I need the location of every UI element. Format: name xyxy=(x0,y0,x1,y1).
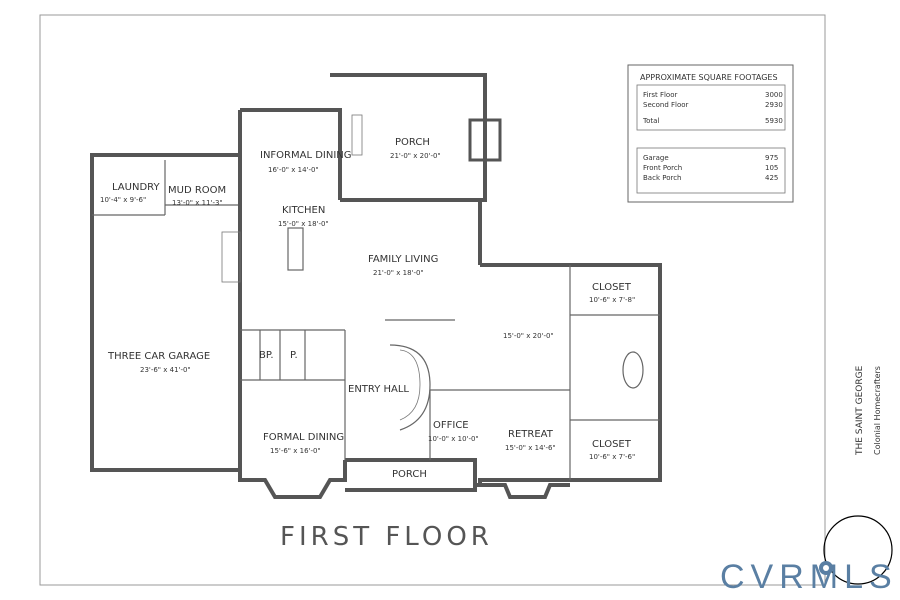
porch-back-dims: 21'-0" x 20'-0" xyxy=(390,152,441,160)
builder-name: Colonial Homecrafters xyxy=(873,366,882,455)
sqft-row-value: 2930 xyxy=(765,101,783,109)
p-label: P. xyxy=(290,350,298,361)
retreat-dims: 15'-0" x 14'-6" xyxy=(505,444,556,452)
porch-back-label: PORCH xyxy=(395,137,430,148)
location-pin-icon xyxy=(819,561,833,575)
mud-room-dims: 13'-0" x 11'-3" xyxy=(172,199,223,207)
sqft-row-label: First Floor xyxy=(643,91,677,99)
circle-mark-icon xyxy=(823,515,893,585)
kitchen-cabinets xyxy=(351,114,363,156)
room-labels: LAUNDRY 10'-4" x 9'-6" MUD ROOM 13'-0" x… xyxy=(100,137,635,480)
laundry-label: LAUNDRY xyxy=(112,182,160,193)
office-label: OFFICE xyxy=(433,420,469,431)
brand-logo: CVRMLS xyxy=(720,558,898,596)
mud-room-label: MUD ROOM xyxy=(168,185,226,196)
informal-dining-dims: 16'-0" x 14'-0" xyxy=(268,166,319,174)
formal-dining-label: FORMAL DINING xyxy=(263,432,344,443)
closet-bottom-label: CLOSET xyxy=(592,439,632,450)
sqft-row-value: 975 xyxy=(765,154,778,162)
kitchen-island xyxy=(287,227,304,271)
sqft-row-label: Total xyxy=(642,117,659,125)
sqft-row-value: 3000 xyxy=(765,91,783,99)
entry-hall-label: ENTRY HALL xyxy=(348,384,409,395)
house-name: THE SAINT GEORGE xyxy=(855,365,865,456)
sqft-row-label: Garage xyxy=(643,154,669,162)
sqft-row-value: 5930 xyxy=(765,117,783,125)
sqft-table-frame xyxy=(627,64,794,203)
garage-stairs xyxy=(221,231,241,283)
page-frame xyxy=(39,14,826,586)
sqft-row-value: 425 xyxy=(765,174,778,182)
porch-front-label: PORCH xyxy=(392,469,427,480)
garage-label: THREE CAR GARAGE xyxy=(107,351,210,362)
sqft-table: APPROXIMATE SQUARE FOOTAGES First Floor … xyxy=(627,64,794,203)
curved-staircase xyxy=(389,344,431,431)
kitchen-dims: 15'-0" x 18'-0" xyxy=(278,220,329,228)
fixtures xyxy=(221,114,644,431)
family-living-dims: 21'-0" x 18'-0" xyxy=(373,269,424,277)
bedroom-dims: 15'-0" x 20'-0" xyxy=(503,332,554,340)
kitchen-label: KITCHEN xyxy=(282,205,325,216)
family-living-label: FAMILY LIVING xyxy=(368,254,438,265)
sqft-row-label: Second Floor xyxy=(643,101,689,109)
formal-dining-dims: 15'-6" x 16'-0" xyxy=(270,447,321,455)
closet-bottom-dims: 10'-6" x 7'-6" xyxy=(589,453,635,461)
walls xyxy=(90,73,662,499)
closet-top-label: CLOSET xyxy=(592,282,632,293)
informal-dining-label: INFORMAL DINING xyxy=(260,150,352,161)
sqft-row-value: 105 xyxy=(765,164,778,172)
garage-dims: 23'-6" x 41'-0" xyxy=(140,366,191,374)
closet-top-dims: 10'-6" x 7'-8" xyxy=(589,296,635,304)
retreat-label: RETREAT xyxy=(508,429,554,440)
sqft-row-label: Back Porch xyxy=(643,174,681,182)
floor-title: FIRST FLOOR xyxy=(280,522,493,552)
bp-label: BP. xyxy=(259,350,274,361)
bathtub xyxy=(622,351,644,389)
sqft-row-label: Front Porch xyxy=(643,164,682,172)
office-dims: 10'-0" x 10'-0" xyxy=(428,435,479,443)
sqft-title: APPROXIMATE SQUARE FOOTAGES xyxy=(640,73,778,82)
laundry-dims: 10'-4" x 9'-6" xyxy=(100,196,146,204)
